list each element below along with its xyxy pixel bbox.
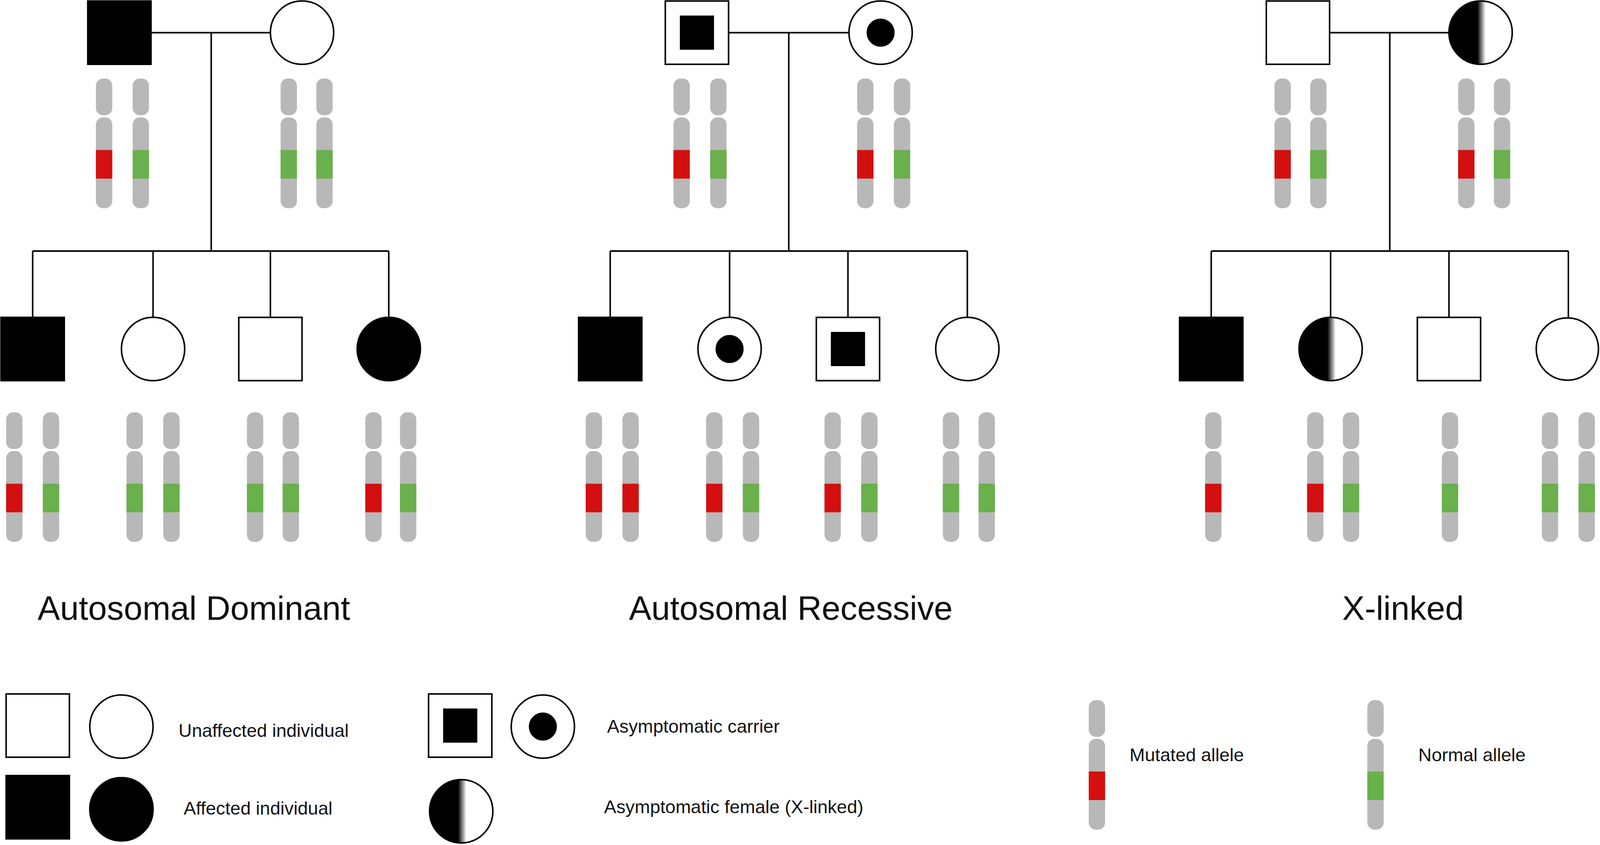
unaffected-female: [935, 317, 999, 381]
chromosome: [706, 412, 723, 543]
chromosome: [622, 412, 639, 543]
chromosome: [978, 412, 996, 543]
chromosome: [43, 412, 60, 543]
affected-male: [578, 317, 642, 381]
chromosome: [1310, 78, 1327, 209]
asymptomatic-female: [1448, 0, 1512, 65]
chromosome: [943, 412, 960, 543]
chromosome: [163, 412, 180, 543]
chromosome: [861, 412, 878, 543]
chromosome: [1342, 412, 1360, 543]
unaffected-female: [121, 317, 185, 381]
chromosome: [280, 78, 297, 209]
legend-symbol: [6, 693, 70, 758]
chromosome: [246, 412, 264, 543]
pedigree-line: [32, 32, 390, 318]
chromosome: [1458, 78, 1475, 209]
legend-label: Asymptomatic female (X-linked): [604, 798, 864, 817]
unaffected-female: [1536, 317, 1599, 381]
chromosome: [282, 412, 300, 543]
chromosome: [6, 412, 23, 543]
unaffected-female: [270, 0, 334, 65]
chromosome: [585, 412, 603, 543]
chromosome: [399, 412, 417, 543]
legend-label: Affected individual: [183, 799, 333, 818]
chromosome: [95, 78, 113, 209]
carrier-mark: [680, 16, 714, 50]
chromosome: [1441, 412, 1459, 543]
legend-label: Asymptomatic carrier: [607, 717, 780, 736]
pedigree-lines: [32, 32, 1569, 318]
affected-male: [0, 317, 65, 381]
legend-label: Unaffected individual: [178, 721, 349, 740]
asymptomatic-female: [1298, 317, 1363, 381]
legend-symbol: [89, 695, 154, 759]
carrier-female: [698, 317, 762, 381]
affected-female: [357, 317, 421, 381]
carrier-female: [848, 0, 913, 65]
carrier-male: [665, 0, 729, 65]
carrier-mark: [716, 335, 744, 363]
chromosome: [824, 412, 841, 543]
carrier-mark: [867, 19, 894, 46]
pattern-title: X-linked: [1341, 591, 1464, 626]
carrier-male: [816, 317, 880, 381]
legend-symbol: [89, 777, 154, 841]
chromosome: [1274, 78, 1291, 209]
chromosome: [742, 412, 760, 543]
chromosome: [365, 412, 382, 543]
chromosome: [126, 412, 143, 543]
legend-symbol: [428, 693, 492, 758]
legend-symbol: [6, 775, 70, 840]
chromosome: [673, 78, 690, 209]
pedigree-line: [610, 32, 968, 318]
unaffected-male: [238, 317, 303, 381]
unaffected-male: [1266, 0, 1330, 65]
chromosome: [1493, 78, 1511, 209]
chromosome: [1205, 412, 1222, 543]
chromosome: [1578, 412, 1595, 543]
legend-symbol: [529, 713, 557, 741]
chromosome: [132, 78, 149, 209]
chromosome: [893, 78, 911, 209]
pattern-title: Autosomal Recessive: [628, 591, 953, 626]
legend-chromosome: [1088, 700, 1106, 830]
unaffected-male: [1417, 317, 1481, 381]
chromosome: [1541, 412, 1559, 543]
chromosome: [710, 78, 727, 209]
pedigree-line: [1211, 32, 1569, 318]
chromosome: [1307, 412, 1324, 543]
legend-label: Normal allele: [1418, 746, 1526, 765]
carrier-mark: [831, 332, 865, 366]
legend-label: Mutated allele: [1129, 746, 1244, 765]
pattern-title: Autosomal Dominant: [37, 591, 351, 626]
chromosomes: [6, 78, 1595, 830]
legend-symbol: [443, 709, 477, 743]
affected-male: [87, 0, 151, 65]
chromosome: [316, 78, 333, 209]
affected-male: [1179, 317, 1243, 381]
legend-chromosome: [1367, 700, 1384, 830]
chromosome: [857, 78, 874, 209]
legend-symbol: [511, 695, 575, 759]
legend-symbol: [429, 779, 493, 843]
